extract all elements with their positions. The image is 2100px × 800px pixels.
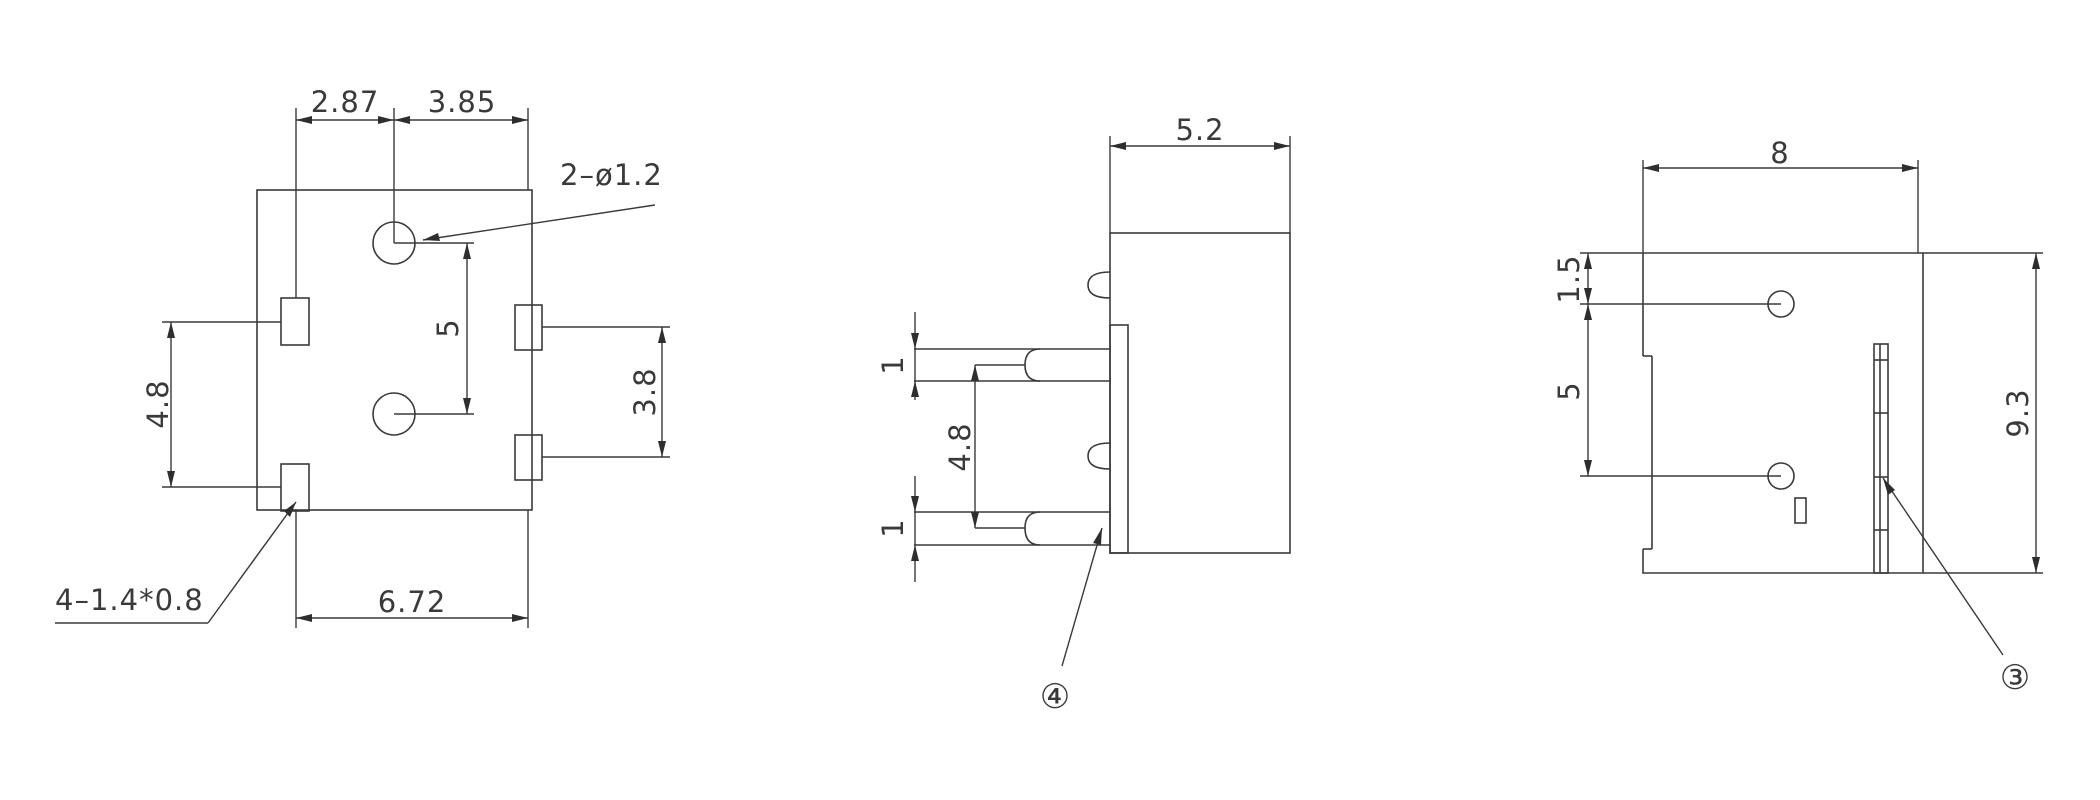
dim-pad-to-hole: 2.87 xyxy=(311,85,380,119)
side-view: 5.2 1 4.8 1 ④ xyxy=(876,113,1291,717)
dim-width: 8 xyxy=(1770,136,1789,170)
dim-hole-spacing: 5 xyxy=(431,318,465,337)
dim-hole-to-edge: 3.85 xyxy=(428,85,497,119)
hole-note: 2–ø1.2 xyxy=(560,158,663,192)
dim-lead-spacing: 4.8 xyxy=(943,422,977,471)
callout-4: ④ xyxy=(1040,677,1070,717)
front-small-slot xyxy=(1794,497,1807,524)
callout-3: ③ xyxy=(2000,658,2030,698)
side-bump-middle xyxy=(1087,442,1111,470)
dim-height: 9.3 xyxy=(2001,388,2035,437)
dim-left-pad-spacing: 4.8 xyxy=(141,379,175,428)
bottom-view: 2.87 3.85 2–ø1.2 5 4.8 3.8 6.72 xyxy=(55,85,670,628)
dim-right-pad-spacing: 3.8 xyxy=(628,367,662,416)
dim-depth: 5.2 xyxy=(1175,113,1224,147)
dim-lead-upper: 1 xyxy=(876,355,910,374)
front-view: 8 1.5 5 9.3 ③ xyxy=(1552,136,2043,698)
side-body-outline xyxy=(1109,232,1291,554)
front-side-strip xyxy=(1873,343,1889,574)
pad-right-bottom xyxy=(514,434,543,481)
pad-right-top xyxy=(514,304,543,351)
dim-top-offset: 1.5 xyxy=(1552,254,1586,303)
pad-left-top xyxy=(280,297,310,346)
pad-note: 4–1.4*0.8 xyxy=(55,583,204,617)
dim-bottom-width: 6.72 xyxy=(378,585,447,619)
dim-lead-lower: 1 xyxy=(876,518,910,537)
side-bump-top xyxy=(1087,271,1111,299)
dim-front-hole-spacing: 5 xyxy=(1552,381,1586,400)
side-flange xyxy=(1109,324,1129,554)
